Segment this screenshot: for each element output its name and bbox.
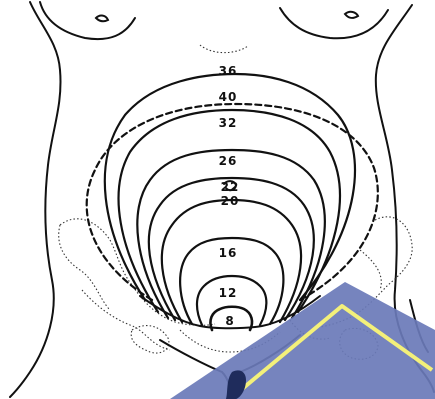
label-12: 12	[219, 286, 238, 300]
label-22: 22	[221, 180, 240, 194]
label-26: 26	[219, 154, 238, 168]
label-36: 36	[219, 64, 238, 78]
right-breast	[280, 8, 388, 38]
label-8: 8	[225, 314, 234, 328]
left-flank	[10, 2, 61, 397]
label-40: 40	[219, 90, 238, 104]
label-16: 16	[219, 246, 238, 260]
left-nipple	[96, 16, 108, 22]
right-nipple	[345, 12, 358, 18]
week-labels: 36 40 32 26 22 20 16 12 8	[219, 64, 240, 328]
label-20: 20	[221, 194, 240, 208]
label-32: 32	[219, 116, 238, 130]
left-breast	[40, 2, 135, 39]
